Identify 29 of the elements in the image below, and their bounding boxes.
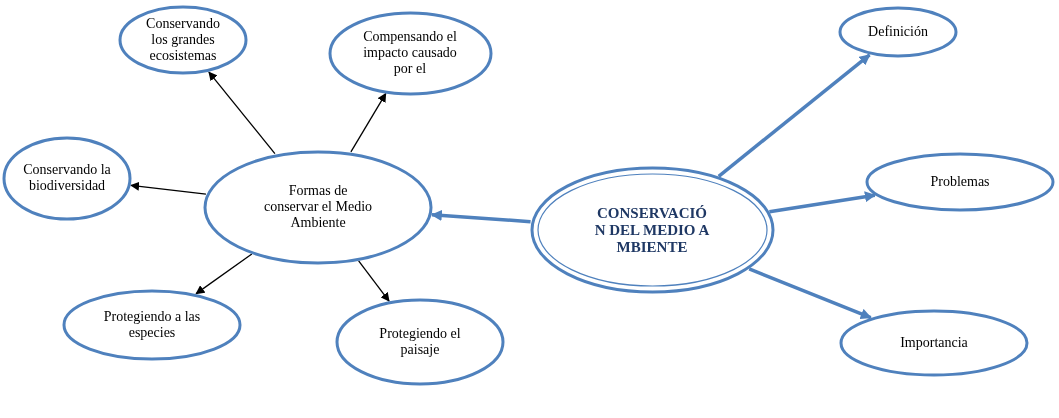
arrow: [430, 210, 531, 224]
node-label: Definición: [868, 24, 928, 40]
node-label: CONSERVACIÓN DEL MEDIO AMBIENTE: [593, 204, 711, 256]
arrow: [195, 253, 253, 295]
node-label: Compensando el impacto causado por el: [362, 29, 458, 77]
central-ellipse: [529, 166, 775, 294]
topic-ellipse: [2, 135, 132, 221]
node-label: Protegiendo el paisaje: [379, 326, 461, 358]
node-label: Importancia: [900, 335, 968, 351]
node-label: Protegiendo a las especies: [102, 309, 202, 341]
arrow: [208, 71, 276, 155]
arrow: [358, 260, 390, 302]
topic-ellipse: [203, 149, 433, 265]
topic-ellipse: [62, 289, 242, 361]
arrow: [350, 92, 387, 153]
node-label: Conservando la biodiversidad: [22, 162, 112, 194]
topic-ellipse: [838, 6, 958, 58]
topic-ellipse: [327, 10, 493, 96]
arrow: [769, 191, 876, 214]
node-label: Conservando los grandes ecosistemas: [145, 16, 221, 64]
node-label: Formas de conservar el Medio Ambiente: [263, 183, 373, 231]
arrow: [717, 53, 871, 178]
arrow: [748, 267, 872, 320]
topic-ellipse: [865, 152, 1055, 212]
node-label: Problemas: [930, 174, 990, 190]
arrow: [130, 181, 207, 195]
topic-ellipse: [118, 5, 248, 75]
topic-ellipse: [839, 309, 1029, 377]
topic-ellipse: [335, 298, 505, 386]
